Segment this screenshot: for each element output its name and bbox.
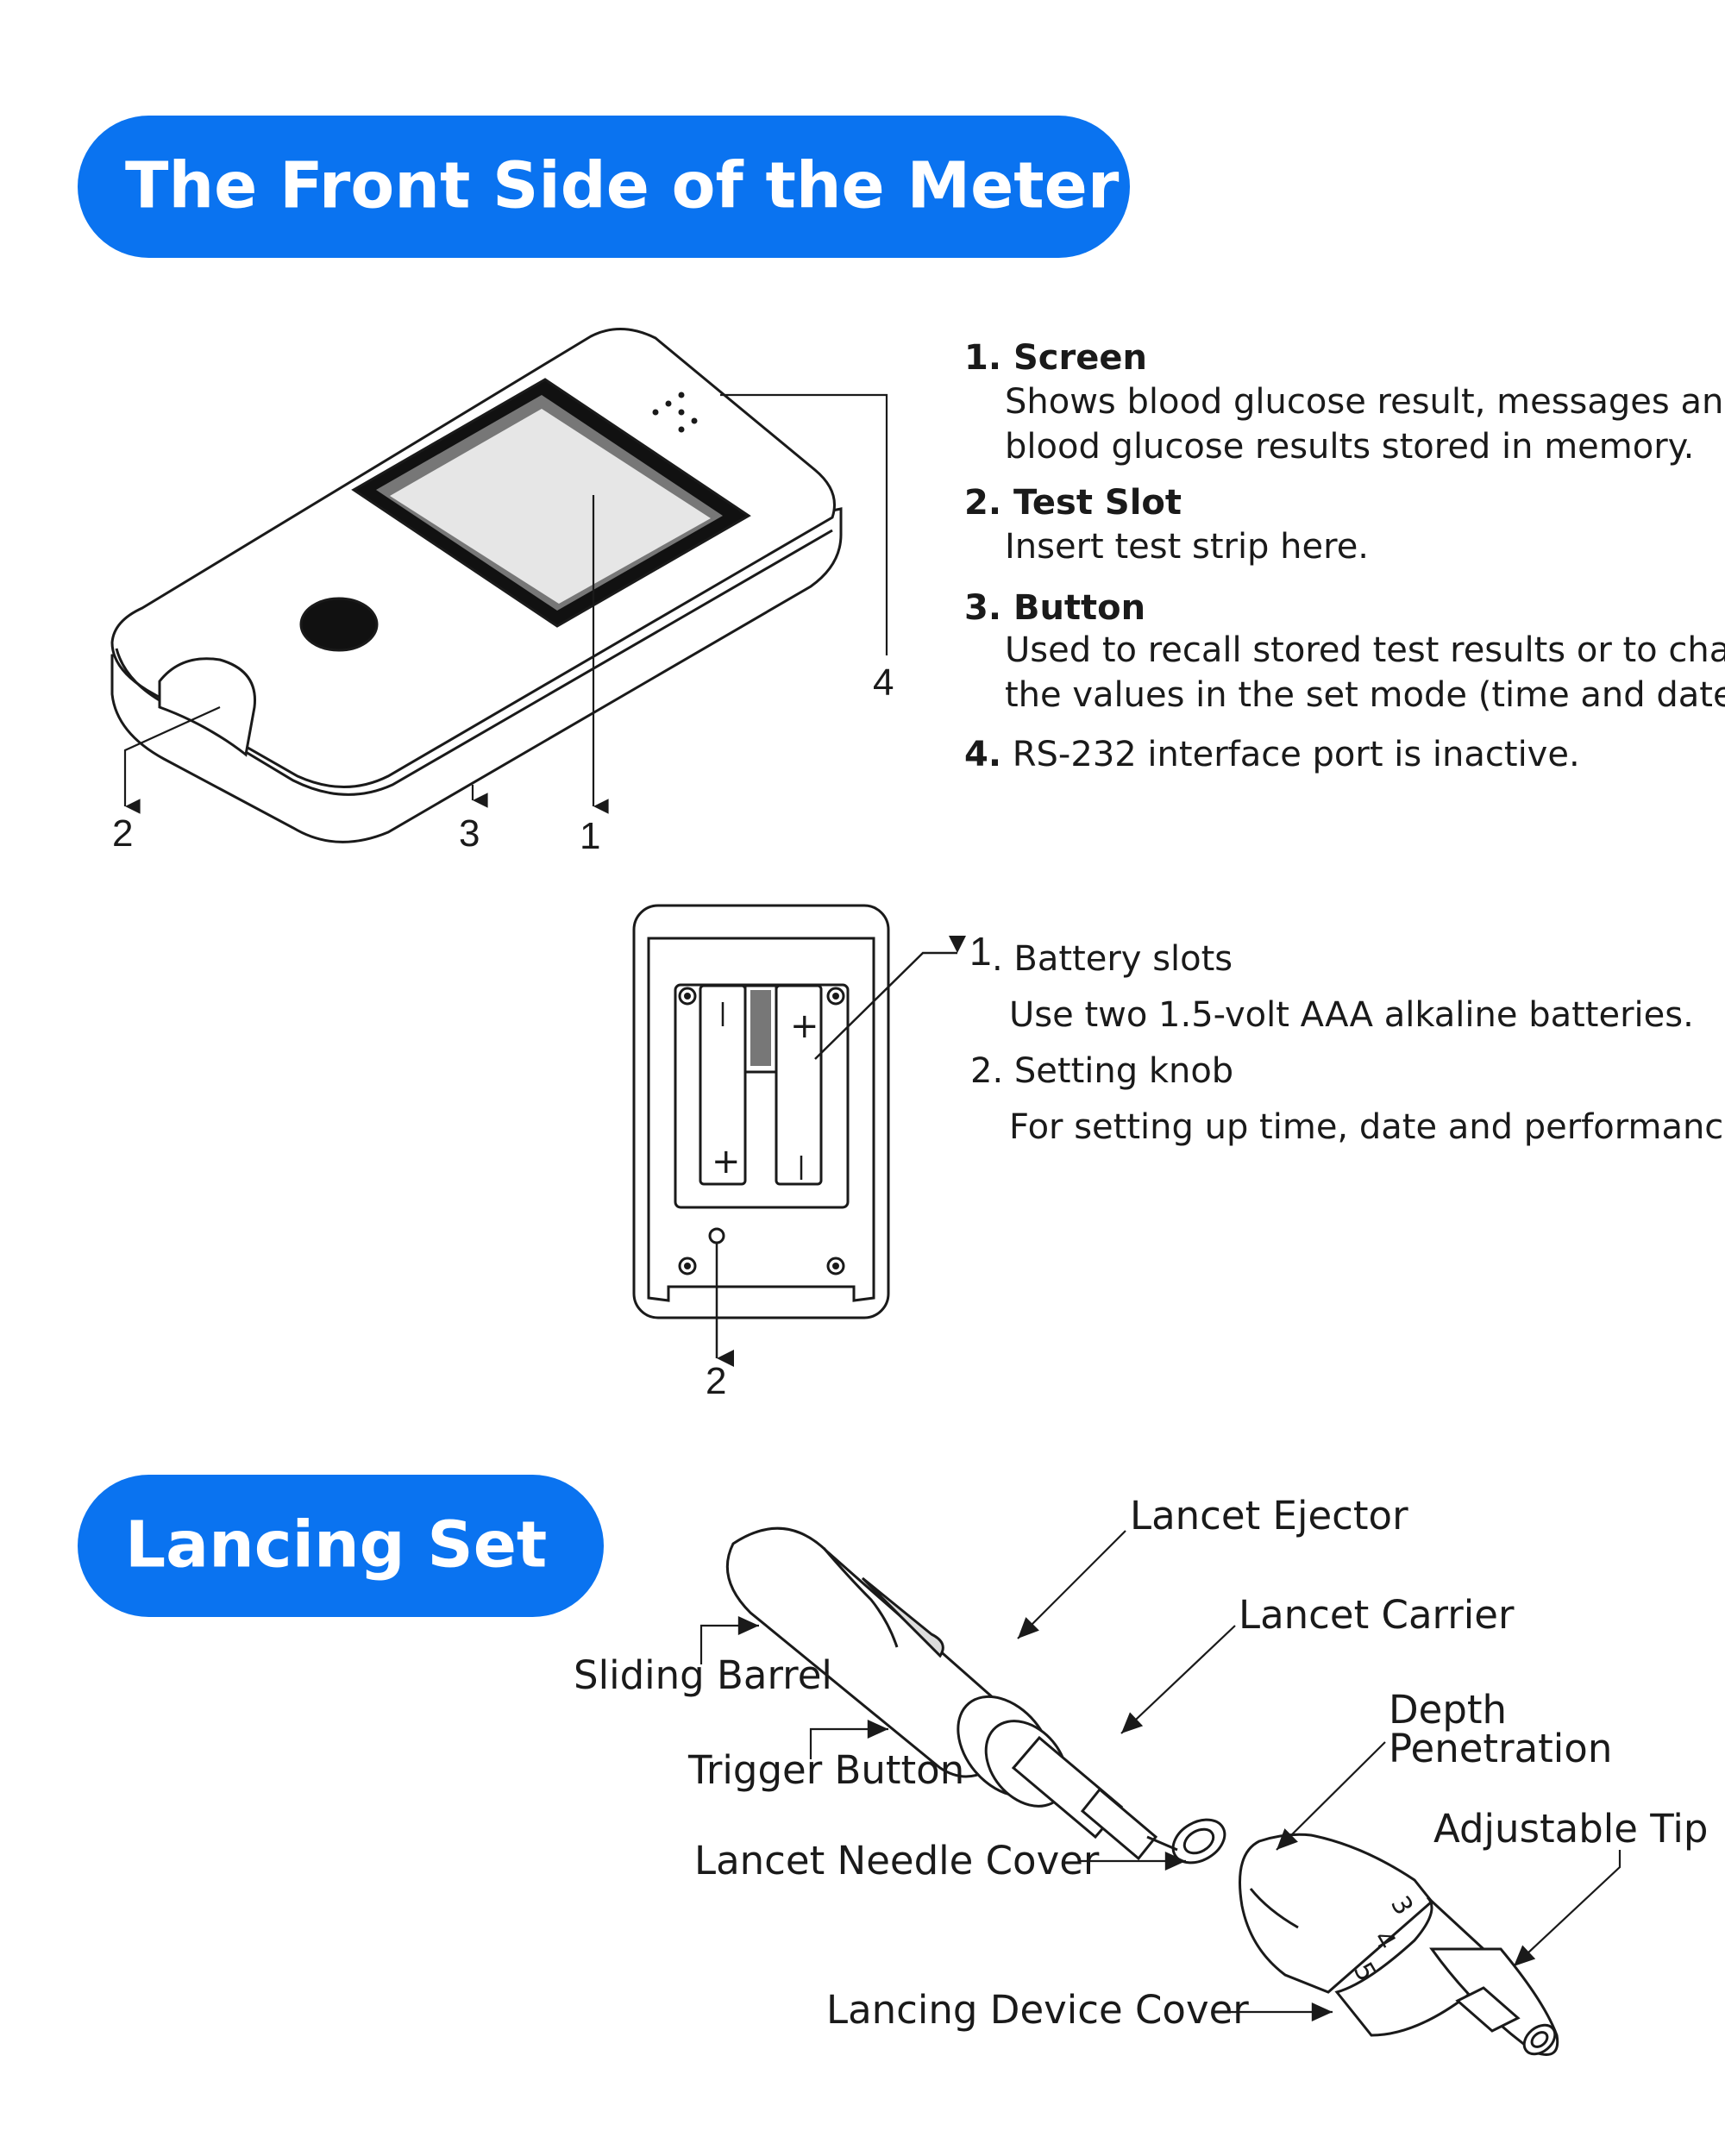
section-title-front: The Front Side of the Meter	[125, 147, 1120, 222]
callout-3-front: 3	[459, 812, 480, 855]
label-lancet-ejector: Lancet Ejector	[1130, 1493, 1408, 1539]
label-adjustable-tip: Adjustable Tip	[1433, 1806, 1709, 1852]
item-testslot-title: 2. Test Slot	[964, 483, 1182, 523]
label-lancing-device-cover: Lancing Device Cover	[826, 1987, 1249, 2033]
back-item-knob-title: 2. Setting knob	[970, 1051, 1234, 1091]
label-depth-line-2: Penetration	[1389, 1726, 1613, 1771]
label-trigger-button: Trigger Button	[688, 1747, 965, 1793]
back-item-knob-desc: For setting up time, date and performanc…	[1009, 1107, 1725, 1147]
back-item-battery-desc: Use two 1.5-volt AAA alkaline batteries.	[1009, 995, 1694, 1035]
label-depth-line-1: Depth	[1389, 1687, 1508, 1733]
callout-4-front: 4	[873, 661, 894, 704]
label-lancet-carrier: Lancet Carrier	[1239, 1592, 1515, 1638]
section-title-lancing: Lancing Set	[125, 1507, 548, 1582]
item-screen-desc-2: blood glucose results stored in memory.	[1005, 427, 1695, 467]
callout-2-front: 2	[112, 812, 134, 855]
item-testslot-desc: Insert test strip here.	[1005, 527, 1370, 567]
callout-2-back: 2	[706, 1360, 727, 1402]
item-rs232: 4. RS-232 interface port is inactive.	[964, 737, 1580, 772]
item-button-title: 3. Button	[964, 588, 1146, 628]
item-button-desc-2: the values in the set mode (time and dat…	[1005, 675, 1725, 715]
item-button-desc-1: Used to recall stored test results or to…	[1005, 630, 1725, 670]
item-screen-title: 1. Screen	[964, 338, 1147, 378]
battery-mark-plus-top: +	[790, 1006, 819, 1046]
item-screen-desc-1: Shows blood glucose result, messages and	[1005, 382, 1725, 422]
callout-1-back: 1	[969, 929, 992, 974]
callout-1-front: 1	[580, 815, 601, 857]
battery-mark-plus-bottom: +	[712, 1142, 741, 1181]
section-header-front: The Front Side of the Meter	[78, 116, 1130, 258]
item-rs232-number: 4.	[964, 735, 1002, 774]
back-item-battery-title: . Battery slots	[992, 939, 1233, 979]
item-rs232-text: RS-232 interface port is inactive.	[1012, 735, 1580, 774]
section-header-lancing: Lancing Set	[78, 1475, 604, 1617]
label-sliding-barrel: Sliding Barrel	[574, 1652, 832, 1698]
label-lancet-needle-cover: Lancet Needle Cover	[694, 1838, 1100, 1883]
